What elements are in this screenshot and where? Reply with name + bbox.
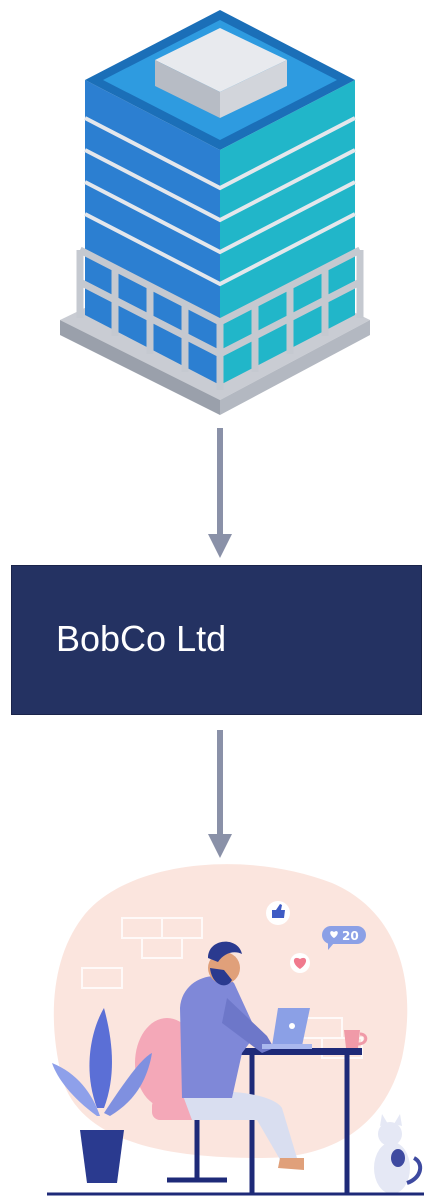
office-building-icon (60, 10, 370, 415)
arrow-down-icon (208, 428, 232, 558)
company-box: BobCo Ltd (11, 565, 422, 715)
person-at-laptop-illustration: 20 (47, 864, 424, 1196)
cat-icon (374, 1114, 423, 1194)
company-label: BobCo Ltd (56, 618, 227, 659)
like-count: 20 (342, 929, 359, 943)
heart-icon (290, 953, 310, 973)
arrow-down-icon (208, 730, 232, 858)
thumbs-up-icon (266, 901, 290, 925)
plant-icon (52, 1008, 152, 1183)
like-badge: 20 (322, 926, 366, 950)
